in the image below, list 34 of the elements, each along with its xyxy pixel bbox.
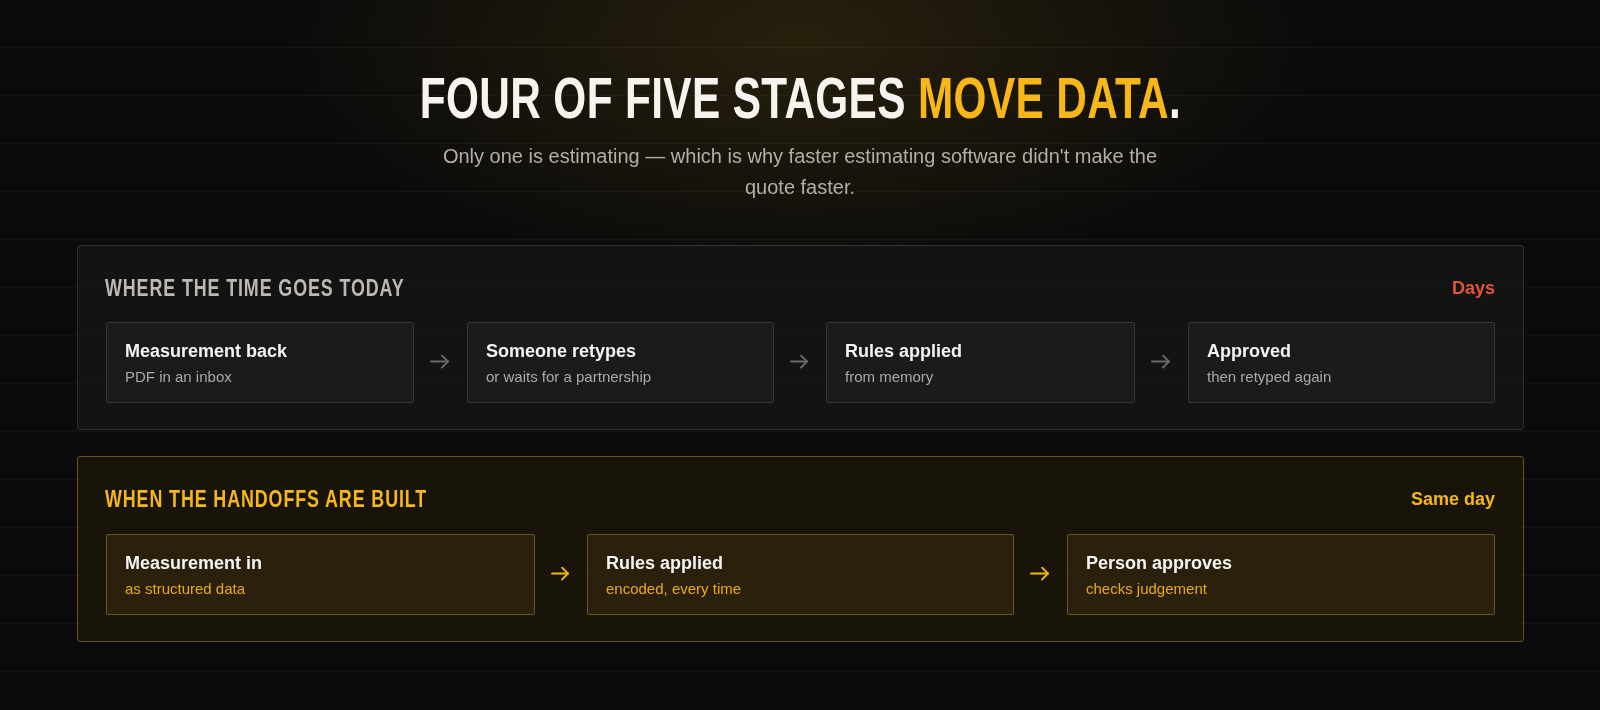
duration-label: Days	[1451, 277, 1495, 299]
stage-card	[106, 322, 414, 403]
stage-title: Person approves	[1086, 552, 1233, 574]
headline: FOUR OF FIVE STAGES MOVE DATA.	[419, 64, 1181, 132]
stage-card	[1188, 322, 1495, 403]
stage-note: as structured data	[125, 579, 246, 598]
stage-card	[826, 322, 1135, 403]
stage-note: or waits for a partnership	[486, 367, 652, 386]
arrow	[430, 354, 449, 369]
stage-card	[467, 322, 774, 403]
arrow	[1151, 354, 1170, 369]
stage-note: encoded, every time	[606, 579, 742, 598]
stage-note: checks judgement	[1086, 579, 1207, 598]
subheadline: Only one is estimating — which is why faster estimating software didn't make the quote faster.	[441, 144, 1159, 200]
stage-title: Rules applied	[606, 552, 724, 574]
panel-heading: WHEN THE HANDOFFS ARE BUILT	[105, 485, 428, 513]
panel-heading: WHERE THE TIME GOES TODAY	[105, 274, 405, 302]
arrow	[790, 354, 808, 369]
arrow	[551, 566, 569, 581]
stage-note: then retyped again	[1207, 367, 1332, 386]
stage-note: from memory	[845, 367, 934, 386]
duration-label: Same day	[1410, 488, 1495, 510]
stage-title: Approved	[1207, 340, 1291, 362]
stage-panel	[77, 456, 1524, 642]
stage-title: Measurement in	[125, 552, 263, 574]
stage-card	[106, 534, 535, 615]
stage-title: Someone retypes	[486, 340, 637, 362]
stage-panel	[77, 245, 1524, 430]
stage-title: Rules applied	[845, 340, 963, 362]
stage-note: PDF in an inbox	[125, 367, 232, 386]
stage-card	[1067, 534, 1495, 615]
arrow	[1030, 566, 1049, 581]
stage-card	[587, 534, 1014, 615]
stage-title: Measurement back	[125, 340, 288, 362]
